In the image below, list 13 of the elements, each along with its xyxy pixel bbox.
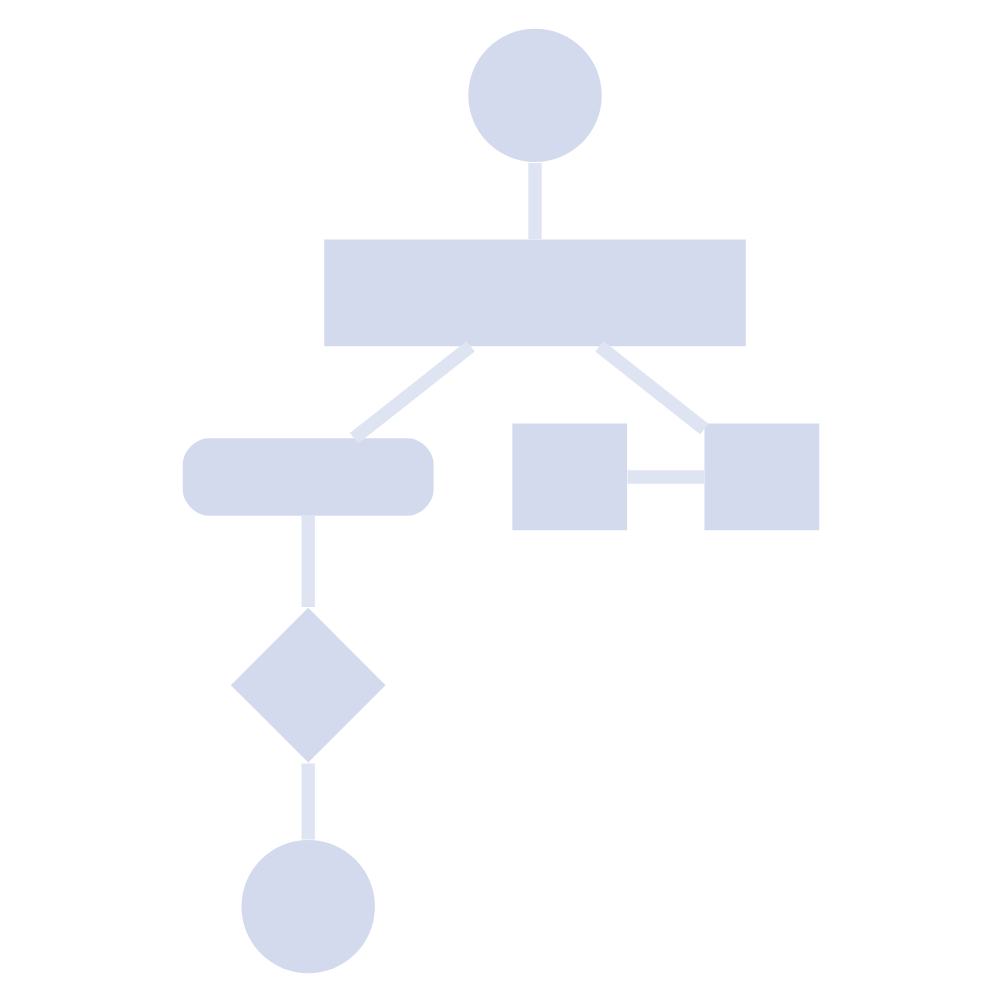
connector — [627, 469, 705, 483]
node-bar — [182, 437, 434, 515]
node-box — [324, 238, 746, 346]
connector — [528, 162, 542, 239]
connector — [301, 762, 315, 839]
connector — [595, 340, 709, 434]
node-diamond — [230, 606, 386, 762]
node-box — [704, 422, 820, 530]
node-circle — [241, 838, 375, 973]
connector — [301, 514, 315, 607]
node-circle — [468, 27, 602, 162]
node-box — [512, 422, 628, 530]
connector — [349, 340, 475, 443]
